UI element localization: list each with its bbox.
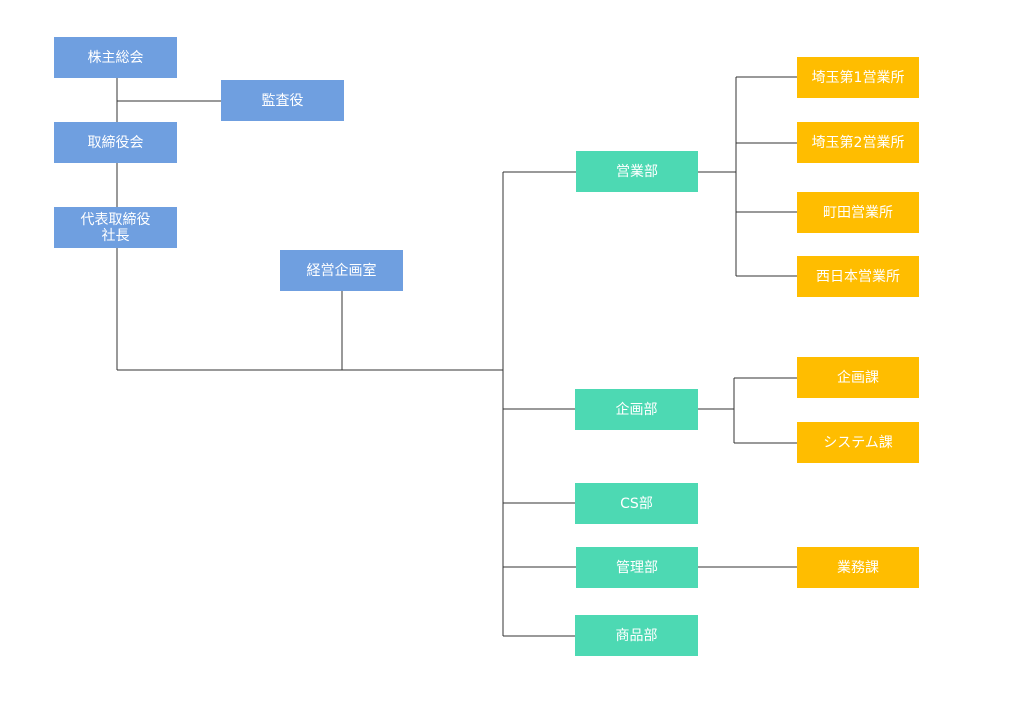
operations-section-box: 業務課: [797, 547, 919, 588]
planning-department-box: 企画部: [575, 389, 698, 430]
board-of-directors-box: 取締役会: [54, 122, 177, 163]
sales-department-box: 営業部: [576, 151, 698, 192]
cs-department-box: CS部: [575, 483, 698, 524]
shareholders-meeting-box: 株主総会: [54, 37, 177, 78]
products-department-box: 商品部: [575, 615, 698, 656]
machida-office-box: 町田営業所: [797, 192, 919, 233]
auditor-box: 監査役: [221, 80, 344, 121]
president-box: 代表取締役 社長: [54, 207, 177, 248]
saitama-2-office-box: 埼玉第2営業所: [797, 122, 919, 163]
administration-department-box: 管理部: [576, 547, 698, 588]
saitama-1-office-box: 埼玉第1営業所: [797, 57, 919, 98]
west-japan-office-box: 西日本営業所: [797, 256, 919, 297]
planning-section-box: 企画課: [797, 357, 919, 398]
corporate-planning-office-box: 経営企画室: [280, 250, 403, 291]
system-section-box: システム課: [797, 422, 919, 463]
